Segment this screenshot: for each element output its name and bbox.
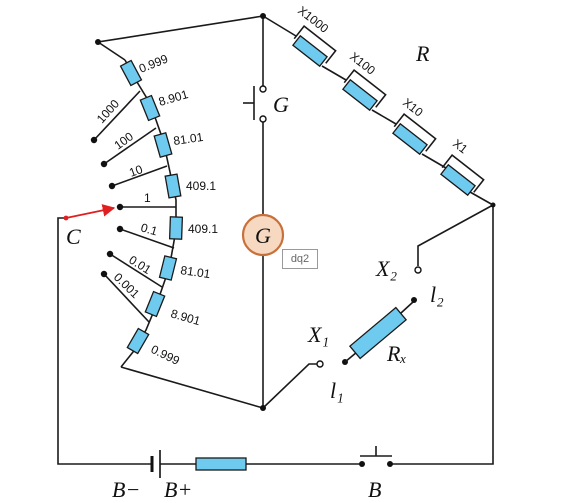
ratio-value-1: 0.999 [137,51,170,75]
tap-wire-100 [103,127,157,165]
tap-label-0-1: 0.1 [139,220,159,238]
ratio-value-3: 81.01 [172,130,204,148]
label-x2: X₂ [375,256,397,281]
ratio-resistor-6 [158,255,178,281]
resistor-rx [348,306,408,360]
label-b-minus: B− [112,477,140,502]
tap-label-10: 10 [127,162,145,180]
r-arm-wire-4 [469,191,494,206]
wire-ratio-bottom [120,366,264,409]
switch-b-contact-left [359,461,365,467]
wire-l1-rx [344,351,358,363]
rx-branch: X₁ l₁ Rₓ l₂ X₂ [307,256,444,403]
resistor-x100 [341,68,387,112]
node-bottom [260,405,266,411]
multiplier-label-x1: X1 [450,136,470,156]
r-arm-wire-1 [321,65,347,81]
r-arm-wire-3 [421,153,447,169]
galvanometer: G [241,213,285,257]
switch-contact-top [259,85,267,93]
dq2-tag: dq2 [282,249,318,269]
ratio-arm: 1000 100 10 1 0.1 0.01 0.001 0.999 8.901… [63,51,218,368]
label-b: B [368,477,381,502]
ratio-resistor-4 [164,173,182,199]
ratio-resistor-3 [153,131,173,159]
ratio-value-5: 409.1 [188,222,218,236]
r-arm: X1000 X100 X10 X1 R [291,3,494,206]
resistor-x1 [439,153,485,197]
wire-x2-right [417,204,494,266]
terminal-l2[interactable] [411,297,417,303]
tap-contact-0-01[interactable] [106,250,114,258]
ratio-value-4: 409.1 [186,179,216,193]
label-r: R [415,41,430,66]
label-c: C [66,224,81,249]
multiplier-label-x10: X10 [400,95,426,119]
label-b-plus: B+ [164,477,192,502]
tap-wire-0-001 [103,273,150,323]
galvanometer-label: G [255,223,271,248]
tap-contact-1000[interactable] [90,136,98,144]
tap-contact-100[interactable] [100,160,108,168]
r-arm-wire-2 [371,109,397,125]
wire-left-return [57,217,152,465]
ratio-resistor-1 [119,59,143,87]
resistor-x10 [391,112,437,156]
slider-pivot [63,215,69,221]
tap-wire-0-1 [119,228,175,249]
node-top-left [95,39,101,45]
tap-wire-1000 [93,90,141,141]
tap-contact-10[interactable] [108,182,116,190]
wire-top-r [262,15,297,37]
wire-rx-l2 [400,301,414,314]
terminal-x2[interactable] [414,266,422,274]
tap-contact-0-001[interactable] [100,270,108,278]
label-l1: l₁ [330,378,344,403]
switch-b-contact-right [387,461,393,467]
tap-wire-0-01 [109,253,163,288]
wire-bottom-x1 [262,363,318,409]
wire-top-left [95,15,264,61]
switch-contact-bottom [259,115,267,123]
wire-right-return [390,205,494,465]
battery-branch: B− B+ B [112,446,393,502]
label-x1: X₁ [307,322,329,347]
ratio-resistor-5 [168,216,184,240]
resistor-x1000 [291,24,337,68]
terminal-x1[interactable] [316,360,324,368]
galvanometer-switch: G [243,85,289,123]
ratio-resistor-8 [126,327,150,355]
tap-label-1: 1 [144,191,151,205]
ratio-value-7: 8.901 [169,306,202,328]
ratio-value-2: 8.901 [157,87,190,109]
ratio-value-6: 81.01 [180,263,212,281]
label-g-switch: G [273,92,289,117]
battery-series-resistor [195,457,247,471]
ratio-resistor-7 [144,290,166,318]
ratio-value-8: 0.999 [149,342,182,368]
tap-contact-1[interactable] [116,203,124,211]
tap-wire-10 [111,165,168,187]
slider-arrow[interactable] [65,204,116,219]
ratio-resistor-2 [139,94,161,122]
galvanometer-body [241,213,285,257]
tap-label-1000: 1000 [94,97,122,126]
tap-label-100: 100 [112,129,137,152]
node-top [260,13,266,19]
label-l2: l₂ [430,282,444,307]
label-rx: Rₓ [386,341,407,366]
wires [57,15,494,465]
tap-contact-0-1[interactable] [116,225,124,233]
